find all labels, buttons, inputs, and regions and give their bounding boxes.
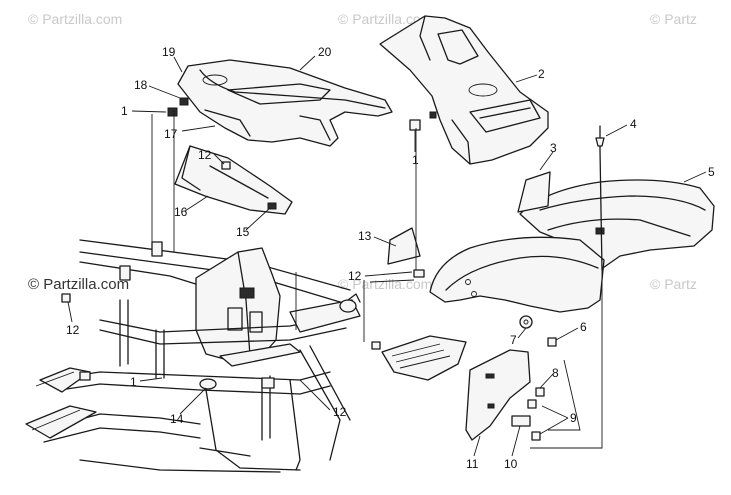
bracket-plate (511, 415, 531, 427)
main-frame (25, 239, 361, 473)
watermark-top-left: © Partzilla.com (28, 11, 122, 27)
callout-3: 3 (550, 141, 557, 155)
footrest (381, 335, 467, 381)
tank-cover (379, 15, 549, 165)
callout-7: 7 (510, 333, 517, 347)
callout-6: 6 (580, 320, 587, 334)
callout-1: 1 (412, 153, 419, 167)
decal-right (517, 171, 551, 213)
tab-clip (409, 119, 421, 131)
callout-12: 12 (333, 405, 347, 419)
callout-12: 12 (198, 148, 212, 162)
callout-20: 20 (318, 45, 332, 59)
callout-15: 15 (236, 225, 250, 239)
callout-10: 10 (504, 457, 518, 471)
callout-11: 11 (466, 457, 479, 471)
watermark-mid-left: © Partzilla.com (28, 276, 129, 293)
callout-14: 14 (170, 412, 184, 426)
callout-labels: 1 1 1 2 3 4 5 6 7 8 9 10 11 12 12 12 12 … (66, 45, 715, 471)
callout-9: 9 (570, 411, 577, 425)
callout-8: 8 (552, 366, 559, 380)
callout-13: 13 (358, 229, 372, 243)
callout-12: 12 (66, 323, 80, 337)
front-rack-cover (177, 59, 393, 147)
tab-clip (167, 107, 178, 117)
callout-16: 16 (174, 205, 188, 219)
callout-1: 1 (130, 375, 137, 389)
leader-lines (67, 55, 707, 457)
callout-12: 12 (348, 269, 362, 283)
watermark-top-right: © Partz (650, 11, 697, 27)
mud-flap (465, 349, 531, 441)
callout-1: 1 (121, 104, 128, 118)
lower-deflector-panel (174, 145, 293, 215)
callout-5: 5 (708, 165, 715, 179)
callout-18: 18 (134, 78, 148, 92)
watermark-mid-right: © Partz (650, 276, 697, 292)
callout-19: 19 (162, 45, 176, 59)
tab-clip (179, 97, 189, 106)
callout-17: 17 (164, 127, 178, 141)
callout-4: 4 (630, 117, 637, 131)
decal-left (387, 227, 421, 265)
callout-2: 2 (538, 67, 545, 81)
tab-clip (429, 111, 437, 119)
side-fender (429, 236, 605, 313)
alignment-lines (151, 110, 603, 449)
watermark-top-center: © Partzilla.com (338, 11, 432, 27)
